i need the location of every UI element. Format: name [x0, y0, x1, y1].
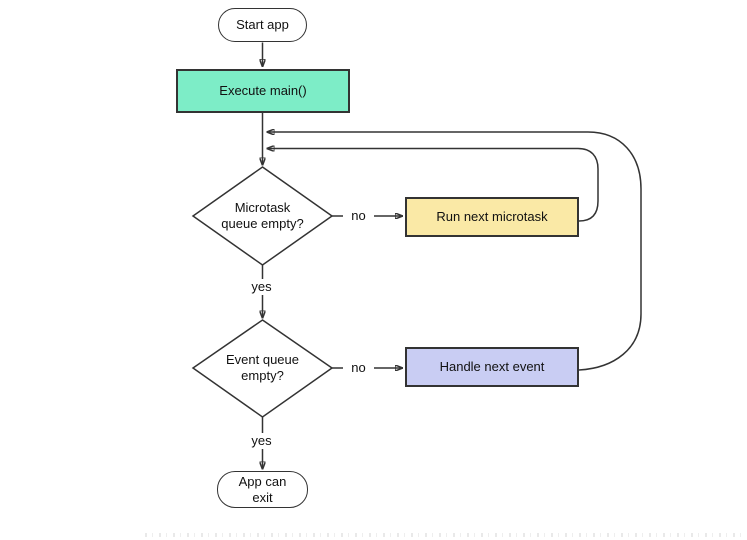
execute-main-label: Execute main()	[219, 83, 307, 98]
microtask-decision-label: Microtask queue empty?	[202, 200, 323, 232]
microtask-yes-label: yes	[243, 279, 280, 295]
run-microtask-label: Run next microtask	[436, 209, 548, 224]
microtask-decision-line1: Microtask	[234, 200, 291, 215]
event-no-label: no	[343, 360, 374, 376]
event-decision-label: Event queue empty?	[202, 352, 323, 384]
start-node: Start app	[218, 8, 307, 42]
edge-loop-run-microtask-back	[266, 149, 599, 222]
event-yes-label: yes	[243, 433, 280, 449]
microtask-decision-line2: queue empty?	[221, 216, 304, 231]
handle-event-label: Handle next event	[439, 359, 545, 374]
event-decision-line1: Event queue	[225, 352, 299, 367]
microtask-no-label: no	[343, 208, 374, 224]
app-exit-node: App can exit	[217, 471, 308, 508]
execute-main-node: Execute main()	[176, 69, 350, 113]
edge-loop-handle-event-back	[266, 132, 642, 371]
start-node-label: Start app	[236, 17, 289, 32]
microtask-decision-diamond	[191, 166, 334, 266]
cut-off-caption-remnant	[145, 533, 745, 537]
app-exit-line2: exit	[252, 489, 273, 505]
event-decision-diamond	[191, 319, 334, 418]
event-decision-line2: empty?	[241, 368, 284, 383]
app-exit-label: App can exit	[239, 474, 287, 506]
app-exit-line1: App can	[238, 473, 287, 489]
handle-event-node: Handle next event	[405, 347, 579, 387]
run-microtask-node: Run next microtask	[405, 197, 579, 237]
